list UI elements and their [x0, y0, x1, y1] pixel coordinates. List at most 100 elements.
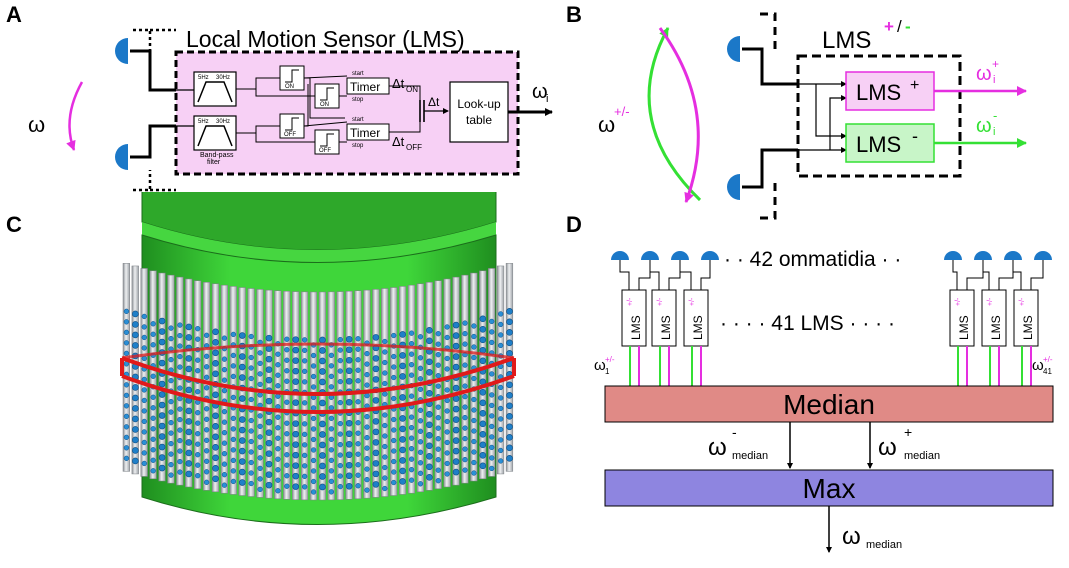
- photoreceptor-dot: [301, 473, 308, 480]
- photoreceptor-dot: [212, 412, 219, 420]
- photoreceptor-dot: [310, 373, 317, 380]
- photoreceptor-dot: [238, 426, 246, 434]
- photoreceptor-dot: [141, 324, 147, 330]
- output-minus-sub: i: [993, 126, 995, 138]
- photoreceptor-dot: [489, 371, 495, 377]
- photoreceptor-dot: [462, 362, 468, 368]
- photoreceptor-dot: [364, 413, 370, 420]
- photoreceptor-dot: [328, 457, 335, 464]
- photoreceptor-dot: [265, 439, 273, 447]
- filter-caption-2: filter: [207, 159, 221, 166]
- photoreceptor-dot: [248, 417, 254, 424]
- photoreceptor-dot: [382, 349, 388, 355]
- photoreceptor-dot: [408, 425, 415, 431]
- photoreceptor-dot: [506, 423, 513, 431]
- photoreceptor-dot: [452, 321, 460, 329]
- photoreceptor-dot: [238, 353, 246, 360]
- photoreceptor-dot: [382, 380, 388, 387]
- photoreceptor-dot: [408, 467, 415, 473]
- lookup-label: Look-up: [457, 97, 501, 111]
- photoreceptor-dot: [257, 360, 263, 367]
- photoreceptor-dot: [337, 399, 343, 406]
- photoreceptor-dot: [417, 439, 424, 445]
- bandpass-filter-bottom: [193, 115, 237, 151]
- start-label: start: [352, 117, 364, 123]
- photoreceptor-dot: [221, 419, 228, 425]
- output-omega-sub: i: [546, 93, 548, 105]
- photoreceptor-dot: [150, 436, 156, 442]
- photoreceptor-dot: [158, 454, 166, 461]
- photoreceptor-dot: [177, 322, 183, 328]
- photoreceptor-dot: [435, 478, 441, 484]
- timer-on-label: Timer: [350, 80, 380, 94]
- photoreceptor-dot: [337, 473, 343, 479]
- photoreceptor-dot: [292, 336, 300, 343]
- photoreceptor-dot: [265, 471, 273, 478]
- photoreceptor-dot: [292, 367, 300, 375]
- panel-d: D LMS+/-LMS+/-LMS+/-LMS+/-LMS+/-LMS+/- ·…: [566, 212, 1054, 553]
- filter-caption: Band-pass: [200, 152, 234, 159]
- photoreceptor-dot: [275, 446, 281, 452]
- output-plus-omega: ω: [976, 63, 992, 85]
- photoreceptor-dot: [444, 460, 450, 467]
- photoreceptor-dome-top: [115, 38, 128, 64]
- photoreceptor-dot: [168, 430, 174, 436]
- photoreceptor-dot: [462, 383, 468, 389]
- photoreceptor-dot: [426, 327, 433, 334]
- photoreceptor-dot: [506, 455, 513, 462]
- photoreceptor-dot: [203, 353, 210, 359]
- photoreceptor-dot: [471, 459, 477, 466]
- lms-unit-sup: +/-: [657, 297, 664, 306]
- photoreceptor-dot: [489, 329, 495, 335]
- photoreceptor-dot: [123, 340, 130, 346]
- photoreceptor-dot: [319, 347, 326, 354]
- photoreceptor-dot: [355, 357, 361, 363]
- photoreceptor-dot: [238, 447, 246, 455]
- photoreceptor-dot: [310, 405, 317, 411]
- photoreceptor-dot: [150, 426, 156, 432]
- panel-c: C: [6, 192, 516, 525]
- photoreceptor-dot: [212, 328, 219, 336]
- ommatidium-rod: [185, 278, 193, 488]
- photoreceptor-dot: [177, 364, 183, 370]
- photoreceptor-dot: [489, 465, 495, 472]
- ommatidium-rod: [407, 284, 416, 494]
- photoreceptor-dot: [141, 313, 147, 320]
- lms-plus-box-label: LMS: [856, 80, 901, 105]
- photoreceptor-dot: [221, 388, 228, 394]
- photoreceptor-dot: [372, 365, 380, 373]
- photoreceptor-dot: [391, 437, 397, 444]
- photoreceptor-dot: [345, 356, 353, 364]
- photoreceptor-dot: [391, 427, 397, 433]
- lms-slash: /: [897, 17, 902, 36]
- photoreceptor-dot: [444, 418, 450, 425]
- photoreceptor-dot: [158, 328, 166, 335]
- photoreceptor-dot: [158, 412, 166, 419]
- photoreceptor-dot: [391, 479, 397, 486]
- filter-low-label: 5Hz: [198, 75, 209, 81]
- photoreceptor-dot: [452, 342, 460, 350]
- photoreceptor-dot: [185, 365, 193, 373]
- photoreceptor-dot: [141, 355, 147, 362]
- photoreceptor-dot: [150, 405, 156, 411]
- photoreceptor-dot: [292, 462, 300, 469]
- photoreceptor-dot: [319, 368, 326, 375]
- photoreceptor-dot: [408, 456, 415, 462]
- photoreceptor-dot: [462, 425, 468, 431]
- photoreceptor-dot: [506, 318, 513, 326]
- photoreceptor-dot: [292, 357, 300, 364]
- photoreceptor-dot: [177, 448, 183, 454]
- ommatidium-rod: [131, 265, 139, 475]
- photoreceptor-dot: [399, 352, 406, 359]
- photoreceptor-dot: [506, 444, 513, 452]
- photoreceptor-dot: [345, 367, 353, 375]
- photoreceptor-dot: [158, 380, 166, 388]
- photoreceptor-dot: [158, 433, 166, 440]
- lms-unit-label: LMS: [1021, 315, 1035, 340]
- red-ring-front-2: [121, 374, 515, 414]
- photoreceptor-dot: [489, 339, 495, 346]
- photoreceptor-dot: [328, 415, 335, 422]
- photoreceptor-dot: [345, 430, 353, 438]
- photoreceptor-dot: [417, 470, 424, 476]
- photoreceptor-dot: [230, 415, 237, 422]
